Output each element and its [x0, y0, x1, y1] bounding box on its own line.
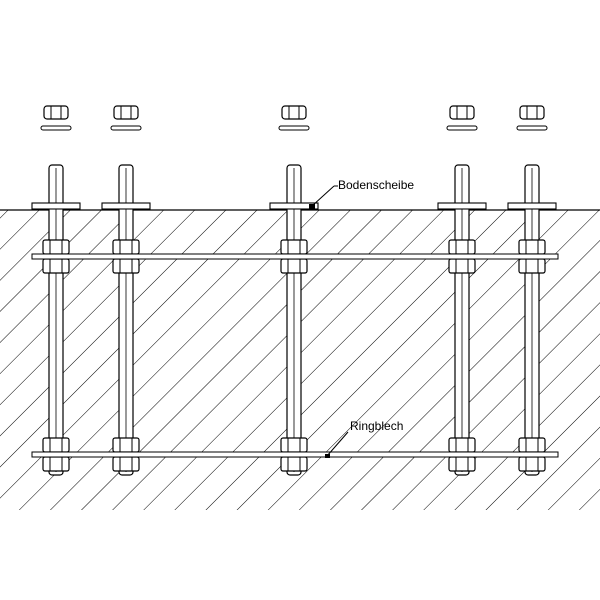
upper-ring-plate — [31, 253, 559, 260]
loose-nut-and-washer — [110, 105, 142, 131]
label-base-washer: Bodenscheibe — [338, 178, 414, 192]
nut — [518, 456, 546, 472]
base-washer — [507, 202, 557, 210]
nut — [112, 456, 140, 472]
bolt-assembly — [31, 105, 81, 476]
base-washer — [101, 202, 151, 210]
nut — [112, 239, 140, 255]
nut — [448, 258, 476, 274]
nut — [280, 239, 308, 255]
nut — [280, 258, 308, 274]
loose-nut-and-washer — [446, 105, 478, 131]
callout-ring-plate: Ringblech — [325, 419, 403, 458]
base-washer — [31, 202, 81, 210]
bolt-assembly — [101, 105, 151, 476]
nut — [448, 456, 476, 472]
nut — [112, 258, 140, 274]
nut — [518, 437, 546, 453]
loose-nut-and-washer — [278, 105, 310, 131]
base-washer — [437, 202, 487, 210]
nut — [448, 239, 476, 255]
bolt-assembly — [507, 105, 557, 476]
nut — [280, 456, 308, 472]
nut — [518, 239, 546, 255]
nut — [42, 437, 70, 453]
bolt-assembly — [269, 105, 319, 476]
nut — [42, 456, 70, 472]
anchor-bolts — [31, 105, 557, 476]
loose-nut-and-washer — [516, 105, 548, 131]
nut — [448, 437, 476, 453]
loose-nut-and-washer — [40, 105, 72, 131]
callout-base-washer: Bodenscheibe — [309, 178, 414, 209]
nut — [518, 258, 546, 274]
bolt-assembly — [437, 105, 487, 476]
nut — [112, 437, 140, 453]
base-washer — [269, 202, 319, 210]
nut — [280, 437, 308, 453]
label-ring-plate: Ringblech — [350, 419, 403, 433]
nut — [42, 239, 70, 255]
nut — [42, 258, 70, 274]
lower-ring-plate — [31, 451, 559, 458]
